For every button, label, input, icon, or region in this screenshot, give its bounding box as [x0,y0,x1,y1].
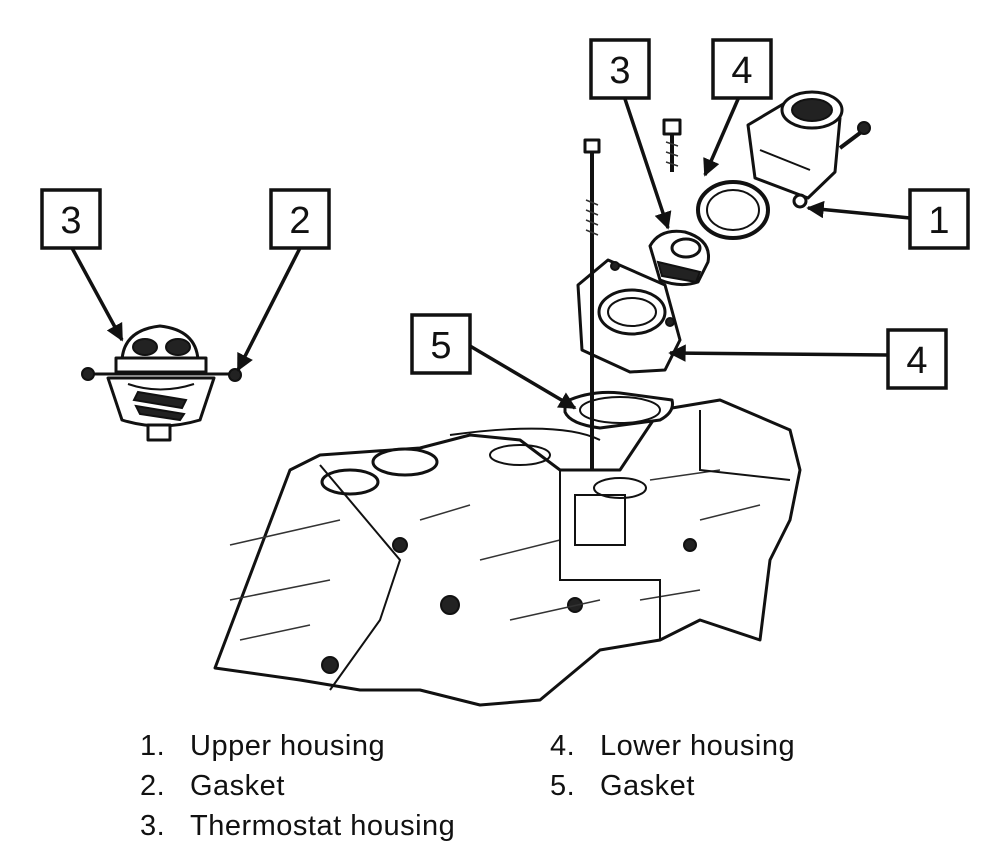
legend-number: 5. [550,770,576,802]
legend-number: 3. [140,810,166,842]
callout-label: 1 [928,200,949,242]
legend-number: 4. [550,730,576,762]
legend-item-5: 5. Gasket [550,770,695,803]
legend-label: Gasket [190,770,285,802]
upper-housing-illustration [746,90,871,209]
legend-item-1: 1. Upper housing [140,730,385,763]
callout-4-top: 4 [711,38,773,100]
engine-block-illustration [213,390,802,707]
legend-item-2: 2. Gasket [140,770,285,803]
callout-5-left: 5 [410,313,472,375]
thermostat-illustration [648,229,711,287]
bolts-illustration [583,118,682,470]
callout-label: 2 [289,200,310,242]
legend-label: Gasket [600,770,695,802]
callout-label: 4 [906,340,927,382]
callout-label: 4 [731,50,752,92]
legend-label: Lower housing [600,730,796,762]
callout-2-left: 2 [269,188,331,250]
legend-number: 1. [140,730,166,762]
callout-3-top: 3 [589,38,651,100]
callout-label: 3 [609,50,630,92]
legend-number: 2. [140,770,166,802]
leader-lines [70,83,911,410]
upper-gasket-illustration [696,180,770,240]
legend-label: Thermostat housing [190,810,456,842]
thermostat-detail-illustration [81,324,242,442]
legend-item-3: 3. Thermostat housing [140,810,455,843]
callout-4-right: 4 [886,328,948,390]
legend-label: Upper housing [190,730,386,762]
legend-item-4: 4. Lower housing [550,730,795,763]
callout-label: 3 [60,200,81,242]
parts-legend: 1. Upper housing 2. Gasket 3. Thermostat ho… [140,730,900,860]
callout-label: 5 [430,325,451,367]
callout-1-right: 1 [908,188,970,250]
callout-3-left: 3 [40,188,102,250]
